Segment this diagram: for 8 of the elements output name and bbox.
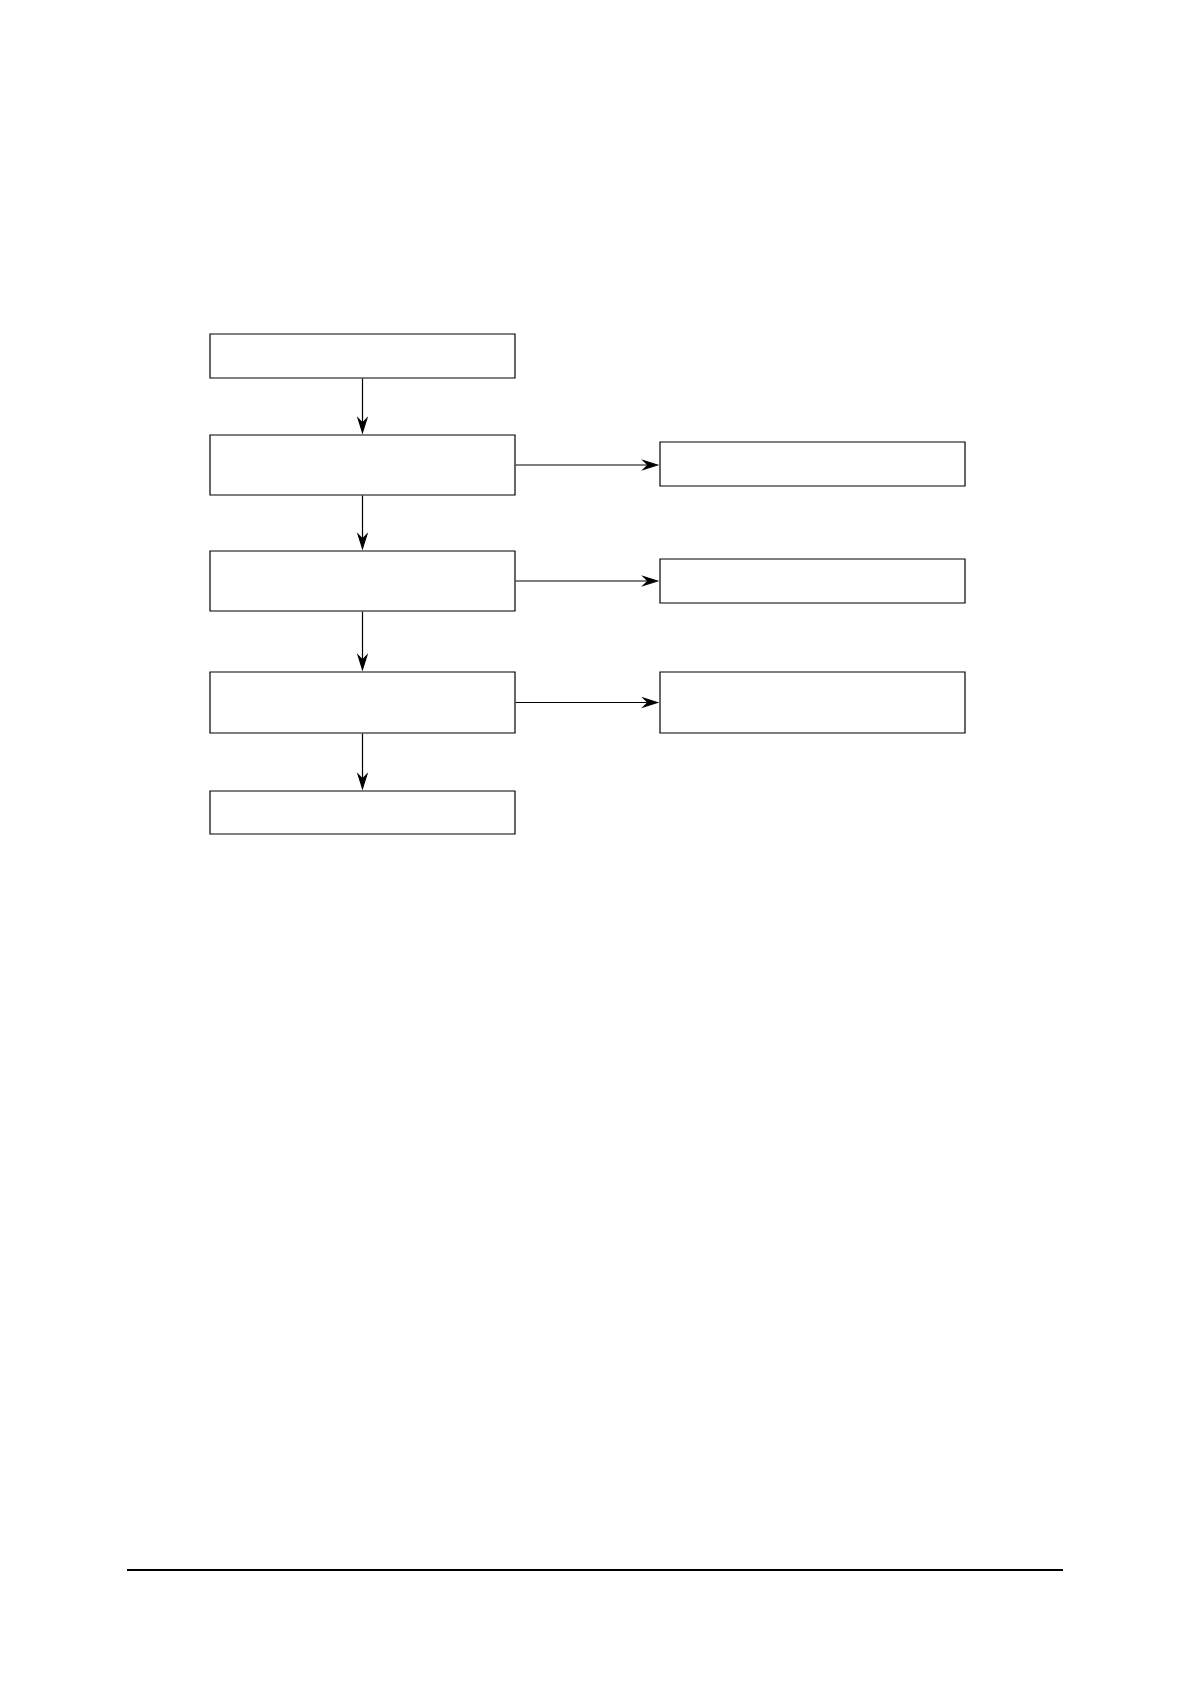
process-box: [209, 550, 516, 612]
process-box: [209, 434, 516, 496]
process-box: [209, 671, 516, 734]
process-box: [209, 333, 516, 379]
process-box: [659, 671, 966, 734]
process-box: [659, 441, 966, 487]
process-box: [659, 558, 966, 604]
process-box: [209, 790, 516, 835]
